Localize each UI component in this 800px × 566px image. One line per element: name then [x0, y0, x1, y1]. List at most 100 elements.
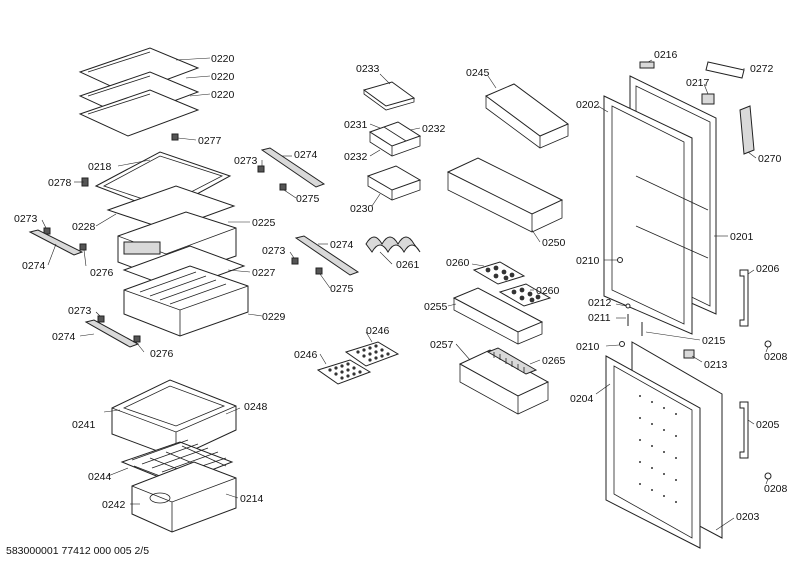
door-shelf-0257	[458, 349, 550, 415]
label-0273-c: 0273	[234, 155, 258, 167]
label-0245: 0245	[466, 67, 490, 79]
label-0220-c: 0220	[211, 89, 235, 101]
bracket-0273-d	[291, 257, 299, 265]
label-0210-a: 0210	[576, 255, 600, 267]
part-0272	[705, 61, 745, 79]
rail-0274-d	[294, 235, 360, 276]
label-0216: 0216	[654, 49, 678, 61]
label-0276-b: 0276	[150, 348, 174, 360]
label-0211: 0211	[588, 312, 611, 324]
frame-0228	[106, 185, 236, 231]
screw-0208-a	[764, 340, 772, 348]
upper-door-group	[603, 75, 717, 335]
label-0241: 0241	[72, 419, 96, 431]
label-0248: 0248	[244, 401, 268, 413]
bin-0248	[111, 379, 237, 459]
bushing-0210-a	[617, 257, 623, 263]
tray-0230	[366, 165, 422, 201]
screw-0276-a	[79, 243, 87, 251]
label-0214: 0214	[240, 493, 264, 505]
part-labels: 0220 0220 0220 0277 0218 0278 0228 0225 …	[14, 49, 788, 523]
label-0208-b: 0208	[764, 483, 788, 495]
label-0273-a: 0273	[14, 213, 38, 225]
label-0270: 0270	[758, 153, 782, 165]
label-0228: 0228	[72, 221, 96, 233]
label-0242: 0242	[102, 499, 126, 511]
label-0227: 0227	[252, 267, 276, 279]
bin-0214	[131, 461, 237, 533]
label-0277: 0277	[198, 135, 222, 147]
door-shelf-0250	[446, 157, 564, 233]
label-0225: 0225	[252, 217, 276, 229]
label-0278: 0278	[48, 177, 72, 189]
label-0260-b: 0260	[536, 285, 560, 297]
pin-0212	[625, 303, 631, 309]
label-0275-c: 0275	[296, 193, 320, 205]
egg-tray-0260-b	[498, 283, 552, 307]
label-0203: 0203	[736, 511, 760, 523]
label-0202: 0202	[576, 99, 600, 111]
label-0232-b: 0232	[344, 151, 368, 163]
document-footer: 583000001 77412 000 005 2/5	[6, 545, 149, 557]
label-0250: 0250	[542, 237, 566, 249]
bracket-0273-c	[257, 165, 265, 173]
label-0210-b: 0210	[576, 341, 600, 353]
glass-shelves-group	[78, 47, 200, 137]
drawer-0229-group	[123, 265, 249, 337]
rail-0274-c	[260, 147, 326, 188]
rail-set-c	[257, 147, 326, 191]
door-shelf-0245	[485, 83, 569, 149]
rail-set-a	[28, 227, 87, 256]
screw-0275-c	[279, 183, 287, 191]
label-0272: 0272	[750, 63, 774, 75]
label-0244: 0244	[88, 471, 112, 483]
label-0233: 0233	[356, 63, 380, 75]
label-0229: 0229	[262, 311, 286, 323]
glass-shelf-3	[78, 89, 200, 137]
label-0213: 0213	[704, 359, 728, 371]
box-0231	[368, 121, 422, 157]
label-0220-a: 0220	[211, 53, 235, 65]
handle-0205	[739, 401, 749, 459]
gasket-0202	[603, 95, 693, 335]
rail-0274-a	[28, 229, 84, 256]
label-0208-a: 0208	[764, 351, 788, 363]
rail-0273-b	[97, 315, 105, 323]
part-0216	[639, 61, 655, 69]
label-0217: 0217	[686, 77, 710, 89]
label-0220-b: 0220	[211, 71, 235, 83]
label-0232-a: 0232	[422, 123, 446, 135]
label-0246-b: 0246	[366, 325, 390, 337]
insert-0265	[486, 347, 538, 375]
screw-0275-d	[315, 267, 323, 275]
label-0201: 0201	[730, 231, 754, 243]
clip-0277	[171, 133, 179, 141]
label-0273-b: 0273	[68, 305, 92, 317]
label-0274-b: 0274	[52, 331, 76, 343]
part-0217	[701, 93, 715, 105]
hinge-0213	[683, 349, 695, 359]
bushing-0210-b	[619, 341, 625, 347]
label-0255: 0255	[424, 301, 448, 313]
rail-set-b	[84, 315, 141, 348]
label-0275-d: 0275	[330, 283, 354, 295]
rail-0274-b	[84, 319, 140, 348]
bin-0214-group	[131, 461, 237, 533]
bin-0248-group	[111, 379, 237, 459]
handle-0206	[739, 269, 749, 327]
label-0273-d: 0273	[262, 245, 286, 257]
door-shelf-0255	[452, 287, 544, 345]
rail-set-d	[291, 235, 360, 276]
label-0246-a: 0246	[294, 349, 318, 361]
rack-0261	[365, 236, 421, 254]
label-0276-a: 0276	[90, 267, 114, 279]
label-0274-c: 0274	[294, 149, 318, 161]
label-0218: 0218	[88, 161, 112, 173]
label-0261: 0261	[396, 259, 420, 271]
leader-lines	[41, 57, 769, 531]
ice-tray-0246-b	[344, 341, 400, 367]
label-0206: 0206	[756, 263, 780, 275]
screw-0276-b	[133, 335, 141, 343]
lower-door-group	[605, 341, 723, 549]
